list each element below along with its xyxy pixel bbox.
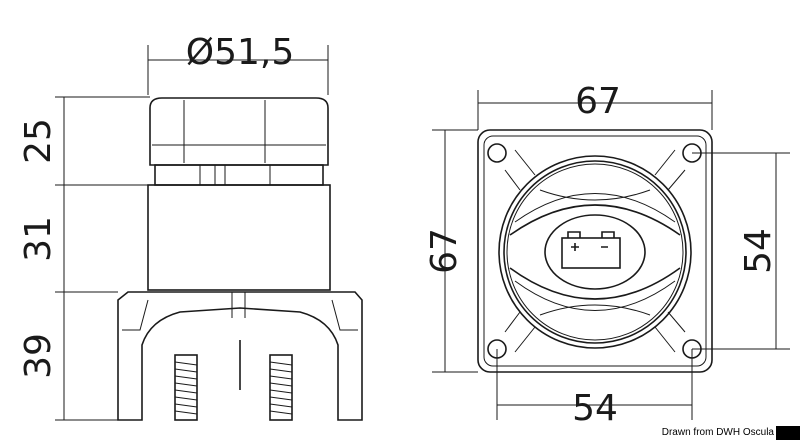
base [117,291,363,421]
dim-front-width: 67 [575,81,621,122]
front-view [432,90,790,420]
dim-hole-spacing-horizontal: 54 [572,388,618,429]
side-view [55,45,363,421]
dim-cap-height: 25 [18,118,59,164]
dim-diameter: Ø51,5 [186,32,295,73]
dim-hole-spacing-vertical: 54 [738,228,779,274]
dim-body-height: 31 [18,216,59,262]
cap [149,97,329,166]
switch-knob-center [544,214,646,290]
terminal-stud-left [174,354,198,421]
cap-neck [154,164,324,186]
credit-text: Drawn from DWH Oscula [657,426,800,440]
dim-front-height: 67 [424,228,465,274]
mounting-plate [477,129,713,373]
battery-icon [561,231,621,269]
body [147,184,331,291]
terminal-stud-right [269,354,293,421]
mounting-holes [487,143,702,359]
dim-base-height: 39 [18,333,59,379]
